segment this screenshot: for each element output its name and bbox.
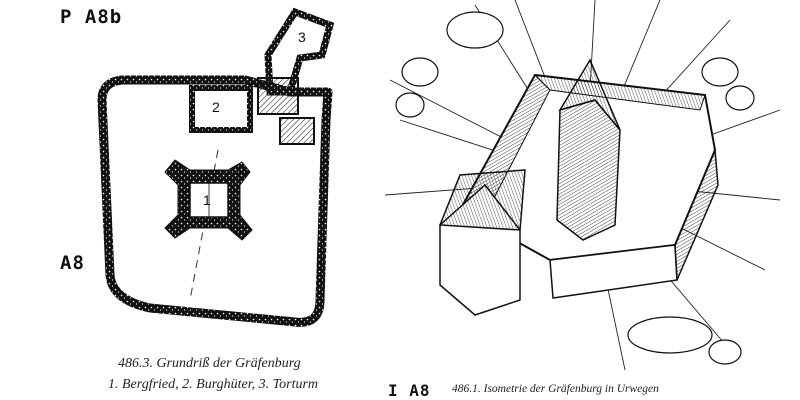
marker-1: 1 <box>203 192 211 208</box>
isometric-code-label: I A8 <box>388 381 431 400</box>
section-code-label: A8 <box>60 252 85 274</box>
gate-passage <box>257 77 299 115</box>
floor-plan-legend: 1. Bergfried, 2. Burghüter, 3. Torturm <box>108 377 319 392</box>
isometric-drawing <box>385 0 781 371</box>
iso-keep <box>556 58 621 241</box>
marker-3: 3 <box>298 29 306 45</box>
trees <box>395 11 755 365</box>
guard-house <box>189 85 253 133</box>
side-building <box>279 117 315 145</box>
keep-tower <box>164 159 253 241</box>
floor-plan-drawing: 3 2 1 <box>97 7 335 327</box>
floor-plan-caption: 486.3. Grundriß der Gräfenburg <box>118 356 301 371</box>
marker-2: 2 <box>212 99 220 115</box>
iso-gate-tower <box>438 169 526 316</box>
curtain-wall <box>97 75 333 327</box>
isometric-caption: 486.1. Isometrie der Gräfenburg in Urweg… <box>452 383 659 395</box>
plan-code-label: P A8b <box>60 6 123 28</box>
